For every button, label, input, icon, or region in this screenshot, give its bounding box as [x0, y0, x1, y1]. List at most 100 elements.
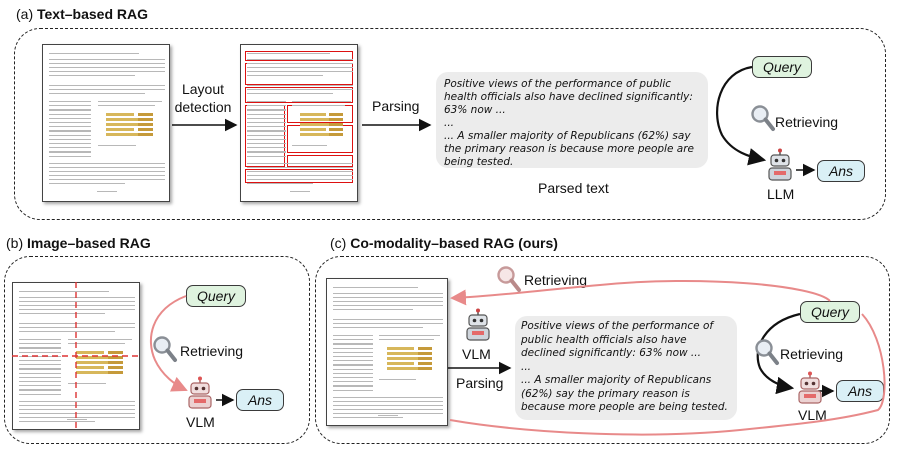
text-line — [247, 71, 353, 73]
text-line — [49, 134, 92, 136]
text-line — [49, 117, 92, 119]
layout-region — [287, 155, 353, 167]
text-line — [19, 301, 135, 303]
chart-bar — [417, 367, 433, 370]
chart-bar — [329, 128, 344, 131]
arrow-query-to-vlm-c — [756, 312, 801, 395]
query-box-a: Query — [752, 56, 812, 78]
retrieving-label-b: Retrieving — [180, 343, 244, 359]
text-line — [19, 389, 62, 391]
text-line — [247, 109, 286, 111]
text-line — [379, 379, 416, 381]
text-line — [49, 143, 92, 145]
chart-bar — [137, 113, 153, 116]
document-page-icon — [326, 278, 448, 426]
text-line — [333, 309, 413, 311]
text-line — [247, 175, 353, 177]
text-line — [97, 101, 162, 103]
text-line — [247, 151, 286, 153]
text-line — [290, 191, 310, 193]
parsed-text-ellipsis: ... — [521, 360, 532, 373]
ans-label-a: Ans — [828, 163, 854, 179]
text-line — [247, 85, 353, 87]
magnifier-icon — [755, 339, 779, 365]
parsed-text-ellipsis: ... — [444, 117, 455, 129]
text-line — [333, 287, 419, 289]
text-line — [19, 381, 62, 383]
chart-bar — [329, 113, 344, 116]
section-label-c: Co-modality–based RAG (ours) — [350, 235, 558, 251]
chart-bar — [299, 123, 338, 126]
text-line — [49, 67, 165, 69]
text-line — [19, 385, 62, 387]
text-line — [67, 343, 126, 345]
text-line — [19, 351, 62, 353]
section-title-b: (b) Image–based RAG — [6, 235, 151, 251]
section-prefix-a: (a) — [16, 6, 37, 22]
text-line — [333, 377, 374, 379]
chart-bar — [105, 118, 141, 121]
text-line — [291, 101, 351, 103]
text-line — [97, 191, 117, 193]
text-line — [333, 397, 443, 399]
text-line — [333, 372, 374, 374]
text-line — [19, 291, 109, 293]
text-line — [333, 323, 443, 325]
text-line — [333, 347, 374, 349]
chart-bar — [299, 128, 326, 131]
chart-bar — [387, 367, 421, 370]
text-line — [247, 171, 353, 173]
text-line — [49, 59, 165, 61]
parsed-text-caption: Parsed text — [538, 180, 609, 196]
text-line — [19, 347, 62, 349]
text-line — [333, 327, 423, 329]
text-line — [67, 419, 87, 421]
chart-bar — [137, 133, 153, 136]
text-line — [333, 335, 374, 337]
text-line — [49, 75, 135, 77]
chart-bar — [137, 118, 153, 121]
chart-bar — [105, 133, 141, 136]
robot-icon — [798, 371, 822, 404]
chart-bar — [387, 352, 421, 355]
text-line — [247, 105, 286, 107]
chart-bar — [299, 133, 332, 136]
text-line — [49, 85, 165, 87]
chart-bar — [387, 357, 427, 360]
text-line — [247, 93, 333, 95]
text-line — [19, 355, 62, 357]
query-label-a: Query — [762, 59, 802, 75]
text-line — [19, 401, 135, 403]
magnifier-icon — [497, 266, 521, 292]
chart-bar — [417, 352, 433, 355]
text-line — [378, 415, 398, 417]
layout-detection-label: Layout detection — [174, 81, 232, 115]
text-line — [247, 130, 286, 132]
text-line — [19, 413, 135, 415]
chart-bar — [299, 113, 326, 116]
parsed-text-line2: ... A smaller majority of Republicans (6… — [521, 374, 728, 413]
ans-label-c: Ans — [847, 383, 873, 399]
text-line — [379, 335, 441, 337]
text-line — [49, 105, 92, 107]
text-line — [67, 383, 107, 385]
parsing-label-a: Parsing — [372, 98, 420, 114]
ans-box-b: Ans — [236, 389, 284, 411]
text-line — [19, 417, 135, 419]
text-line — [247, 117, 286, 119]
text-line — [333, 339, 374, 341]
text-line — [333, 417, 403, 419]
text-line — [19, 339, 62, 341]
text-line — [333, 293, 443, 295]
panel-text-rag — [14, 28, 886, 220]
chart-bar — [299, 118, 332, 121]
text-line — [19, 331, 115, 333]
retrieving-label-c-top: Retrieving — [524, 272, 588, 288]
text-line — [49, 183, 125, 185]
text-line — [247, 113, 286, 115]
chart-bar — [137, 128, 153, 131]
text-line — [379, 339, 435, 341]
text-line — [97, 105, 156, 107]
text-line — [333, 305, 443, 307]
